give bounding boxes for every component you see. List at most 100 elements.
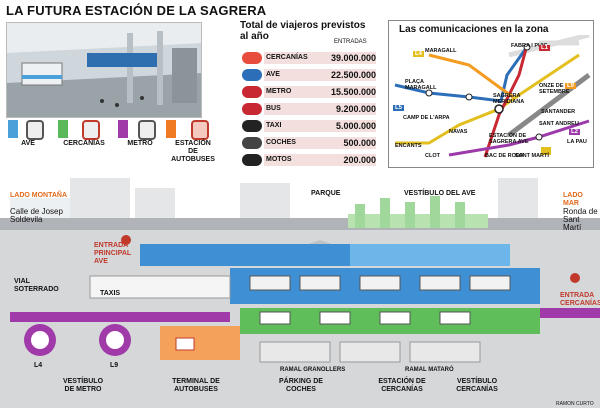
map-station-label: SANTANDER	[541, 109, 576, 115]
stats-row-label: CERCANÍAS	[266, 54, 308, 61]
stats-row-value: 15.500.000	[330, 87, 376, 97]
map-station-label: MARAGALL	[425, 48, 457, 54]
stats-row-label: COCHES	[266, 139, 296, 146]
stats-row-bar	[264, 86, 376, 98]
stats-row-label: MOTOS	[266, 156, 292, 163]
calle-label: Calle de Josep Soldevila	[10, 207, 63, 224]
stats-heading-1: Total de viajeros previstos	[240, 20, 366, 31]
metro-icon	[242, 86, 262, 98]
lado-mar-label: LADO MAR	[563, 192, 583, 207]
stats-row-bar	[264, 120, 376, 132]
map-line-badge: L1	[539, 45, 551, 51]
stats-row-value: 5.000.000	[335, 121, 376, 131]
cross-section-drawing	[0, 178, 600, 408]
metro-train-icon	[138, 120, 156, 140]
map-station-label: CAMP DE L'ARPA	[403, 115, 450, 121]
stats-column-header: ENTRADAS	[334, 39, 367, 45]
map-station-label: BAC DE RODA	[485, 153, 524, 159]
stats-row: BUS 9.200.000	[240, 102, 380, 117]
entrada-ave-label: ENTRADA PRINCIPAL AVE	[94, 242, 132, 265]
metro-swatch	[118, 120, 128, 138]
train-icon	[242, 52, 262, 64]
stats-row-bar	[264, 69, 376, 81]
bus-icon	[242, 103, 262, 115]
stats-row-value: 200.000	[343, 155, 376, 165]
stats-row-bar	[264, 52, 376, 64]
stats-row: COCHES 500.000	[240, 136, 380, 151]
legend-metro: METRO	[118, 120, 162, 148]
stats-row-label: BUS	[266, 105, 281, 112]
line-l9	[428, 53, 514, 99]
legend-bus-label-2: DE AUTOBUSES	[171, 148, 215, 163]
map-line-badge: L2	[569, 129, 581, 135]
station-rendering	[6, 22, 202, 118]
stats-row-label: AVE	[266, 71, 280, 78]
line-l2	[448, 119, 590, 157]
passenger-stats: Total de viajeros previstos al año ENTRA…	[240, 20, 380, 170]
vestibulo-metro-label: VESTÍBULO DE METRO	[62, 378, 104, 393]
estacion-cercanias-label: ESTACIÓN DE CERCANÍAS	[378, 378, 426, 393]
map-line-badge: L5	[393, 105, 405, 111]
bus-swatch	[166, 120, 176, 138]
vestibulo-cercanias-label: VESTÍBULO CERCANÍAS	[456, 378, 498, 393]
stats-row-value: 39.000.000	[330, 53, 376, 63]
taxi-icon	[242, 120, 262, 132]
taxis-label: TAXIS	[100, 290, 121, 297]
stats-row: MOTOS 200.000	[240, 153, 380, 168]
stats-row-value: 9.200.000	[335, 104, 376, 114]
map-station-label: SANT MARTÍ	[515, 153, 549, 159]
station-cross-section: LADO MONTAÑA Calle de Josep Soldevila LA…	[0, 178, 600, 408]
legend-cercanias: CERCANÍAS	[58, 120, 110, 148]
stats-row: TAXI 5.000.000	[240, 119, 380, 134]
legend-ave-label: AVE	[21, 140, 35, 147]
page-title: LA FUTURA ESTACIÓN DE LA SAGRERA	[6, 3, 267, 18]
stats-row-value: 500.000	[343, 138, 376, 148]
bus-icon	[191, 120, 209, 140]
stats-row-label: METRO	[266, 88, 292, 95]
map-station-label: ESTACIÓN DE SAGRERA AVE	[489, 133, 529, 145]
train-icon	[26, 120, 44, 140]
credit-label: RAMON CURTO	[556, 401, 594, 407]
map-line-badge: L9	[565, 83, 577, 89]
map-station-label: PLAÇA MARAGALL	[405, 79, 437, 91]
stats-heading-2: al año	[240, 31, 269, 42]
ronda-label: Ronda de Sant Martí	[563, 207, 598, 232]
stats-row: CERCANÍAS 39.000.000	[240, 51, 380, 66]
map-station-label: ENCANTS	[395, 143, 422, 149]
map-station-label: CLOT	[425, 153, 440, 159]
map-station-label: SANT ANDREU	[539, 121, 579, 127]
station-rendering-image	[7, 23, 201, 117]
ramal-granollers-label: RAMAL GRANOLLERS	[280, 367, 346, 373]
map-line-badge: L4	[413, 51, 425, 57]
map-station-label: FABRA I PUIG	[511, 43, 548, 49]
stats-row-bar	[264, 103, 376, 115]
l9-label: L9	[110, 362, 119, 369]
legend-cercanias-label: CERCANÍAS	[63, 140, 105, 147]
stats-row-value: 22.500.000	[330, 70, 376, 80]
map-station-label: SAGRERA MERIDIANA	[493, 93, 525, 105]
parque-label: PARQUE	[311, 190, 341, 197]
train-icon	[82, 120, 100, 140]
legend-ave: AVE	[8, 120, 48, 148]
motorcycle-icon	[242, 154, 262, 166]
stats-row-label: TAXI	[266, 122, 282, 129]
stats-row-bar	[264, 137, 376, 149]
transport-legend: AVE CERCANÍAS METRO ESTACIÓN DE AUTOBUSE…	[6, 120, 221, 172]
vestibulo-ave-label: VESTÍBULO DEL AVE	[404, 190, 476, 197]
map-station-label: NAVAS	[449, 129, 468, 135]
ramal-mataro-label: RAMAL MATARÓ	[405, 367, 454, 373]
stats-row: METRO 15.500.000	[240, 85, 380, 100]
car-icon	[242, 137, 262, 149]
parking-label: PÁRKING DE COCHES	[279, 378, 323, 393]
l4-label: L4	[34, 362, 43, 369]
legend-bus-label-1: ESTACIÓN	[175, 140, 211, 147]
legend-bus: ESTACIÓN DE AUTOBUSES	[166, 120, 220, 164]
ave-swatch	[8, 120, 18, 138]
terminal-bus-label: TERMINAL DE AUTOBUSES	[172, 378, 220, 393]
lado-montana-label: LADO MONTAÑA	[10, 192, 68, 199]
map-station-label: LA PAU	[567, 139, 587, 145]
line-l5	[394, 46, 529, 103]
ave-logo-icon	[242, 69, 262, 81]
cercanias-swatch	[58, 120, 68, 138]
